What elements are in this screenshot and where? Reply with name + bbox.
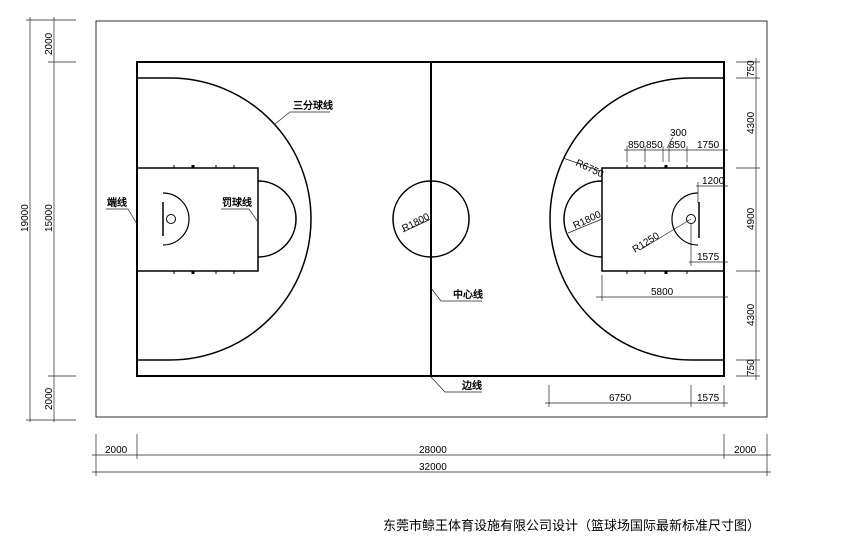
key-mark-3: 300 [670, 128, 687, 139]
dim-total-width: 19000 [20, 204, 31, 232]
outer-boundary [95, 20, 768, 418]
dim-court-width: 15000 [44, 204, 55, 232]
center-circle [392, 180, 470, 258]
end-line-leader [106, 208, 138, 225]
dim-key-width: 4900 [746, 207, 757, 230]
left-restricted-arc [162, 192, 190, 246]
three-point-leader [274, 111, 330, 125]
right-lane-marks [626, 165, 688, 274]
dim-right-margin: 2000 [734, 445, 757, 456]
right-free-throw-circle [563, 180, 603, 258]
center-circle-radius: R1800 [400, 211, 432, 234]
center-radius-leader [402, 218, 432, 233]
center-line-label: 中心线 [453, 288, 483, 301]
left-free-throw-circle [257, 180, 297, 258]
left-basket [166, 214, 176, 224]
side-line-leader [430, 376, 482, 393]
side-line-label: 边线 [461, 379, 482, 392]
left-lane-marks [173, 165, 235, 274]
dim-bottom-margin: 2000 [44, 387, 55, 410]
right-key [601, 167, 725, 272]
dim-free-throw-distance: 5800 [651, 287, 674, 298]
dim-top-margin: 2000 [44, 32, 55, 55]
ft-radius-leader [567, 218, 603, 234]
left-three-point-line [137, 77, 312, 361]
key-mark-4: 850 [669, 140, 686, 151]
key-mark-dimension-lines [624, 136, 728, 162]
dim-basket-offset: 1575 [697, 252, 720, 263]
bottom-dimension-lines [92, 434, 771, 476]
dim-lower: 4300 [746, 303, 757, 326]
drawing-caption: 东莞市鲸王体育设施有限公司设计（篮球场国际最新标准尺寸图） [383, 519, 761, 534]
dim-upper: 4300 [746, 111, 757, 134]
right-three-point-line [549, 77, 724, 361]
dim-basket-offset-bottom: 1575 [697, 393, 720, 404]
right-restricted-arc [671, 192, 699, 246]
right-basket [686, 214, 696, 224]
key-mark-5: 1750 [697, 140, 720, 151]
dim-left-margin: 2000 [105, 445, 128, 456]
dim-total-length: 32000 [419, 462, 447, 473]
end-line-label: 端线 [107, 196, 127, 209]
dim-court-length: 28000 [419, 445, 447, 456]
inner-dimension-lines [545, 182, 728, 407]
right-dimension-lines [736, 58, 760, 380]
left-dimension-lines [26, 17, 76, 422]
restricted-radius-leader [639, 218, 692, 251]
dim-backboard-offset: 1200 [702, 176, 725, 187]
center-line-leader [430, 287, 482, 302]
dim-corner-bottom: 750 [746, 359, 757, 376]
key-mark-1: 850 [628, 140, 645, 151]
three-point-line-label: 三分球线 [293, 99, 333, 112]
three-point-radius: R6750 [574, 158, 606, 181]
ft-line-leader [221, 208, 259, 223]
dim-three-point-depth: 6750 [609, 393, 632, 404]
free-throw-radius: R1800 [572, 209, 604, 232]
left-key [136, 167, 259, 272]
three-point-radius-leader [562, 157, 601, 172]
free-throw-line-label: 罚球线 [222, 196, 252, 209]
restricted-radius: R1250 [631, 230, 662, 255]
dim-corner-top: 750 [746, 60, 757, 77]
key-mark-2: 850 [646, 140, 663, 151]
